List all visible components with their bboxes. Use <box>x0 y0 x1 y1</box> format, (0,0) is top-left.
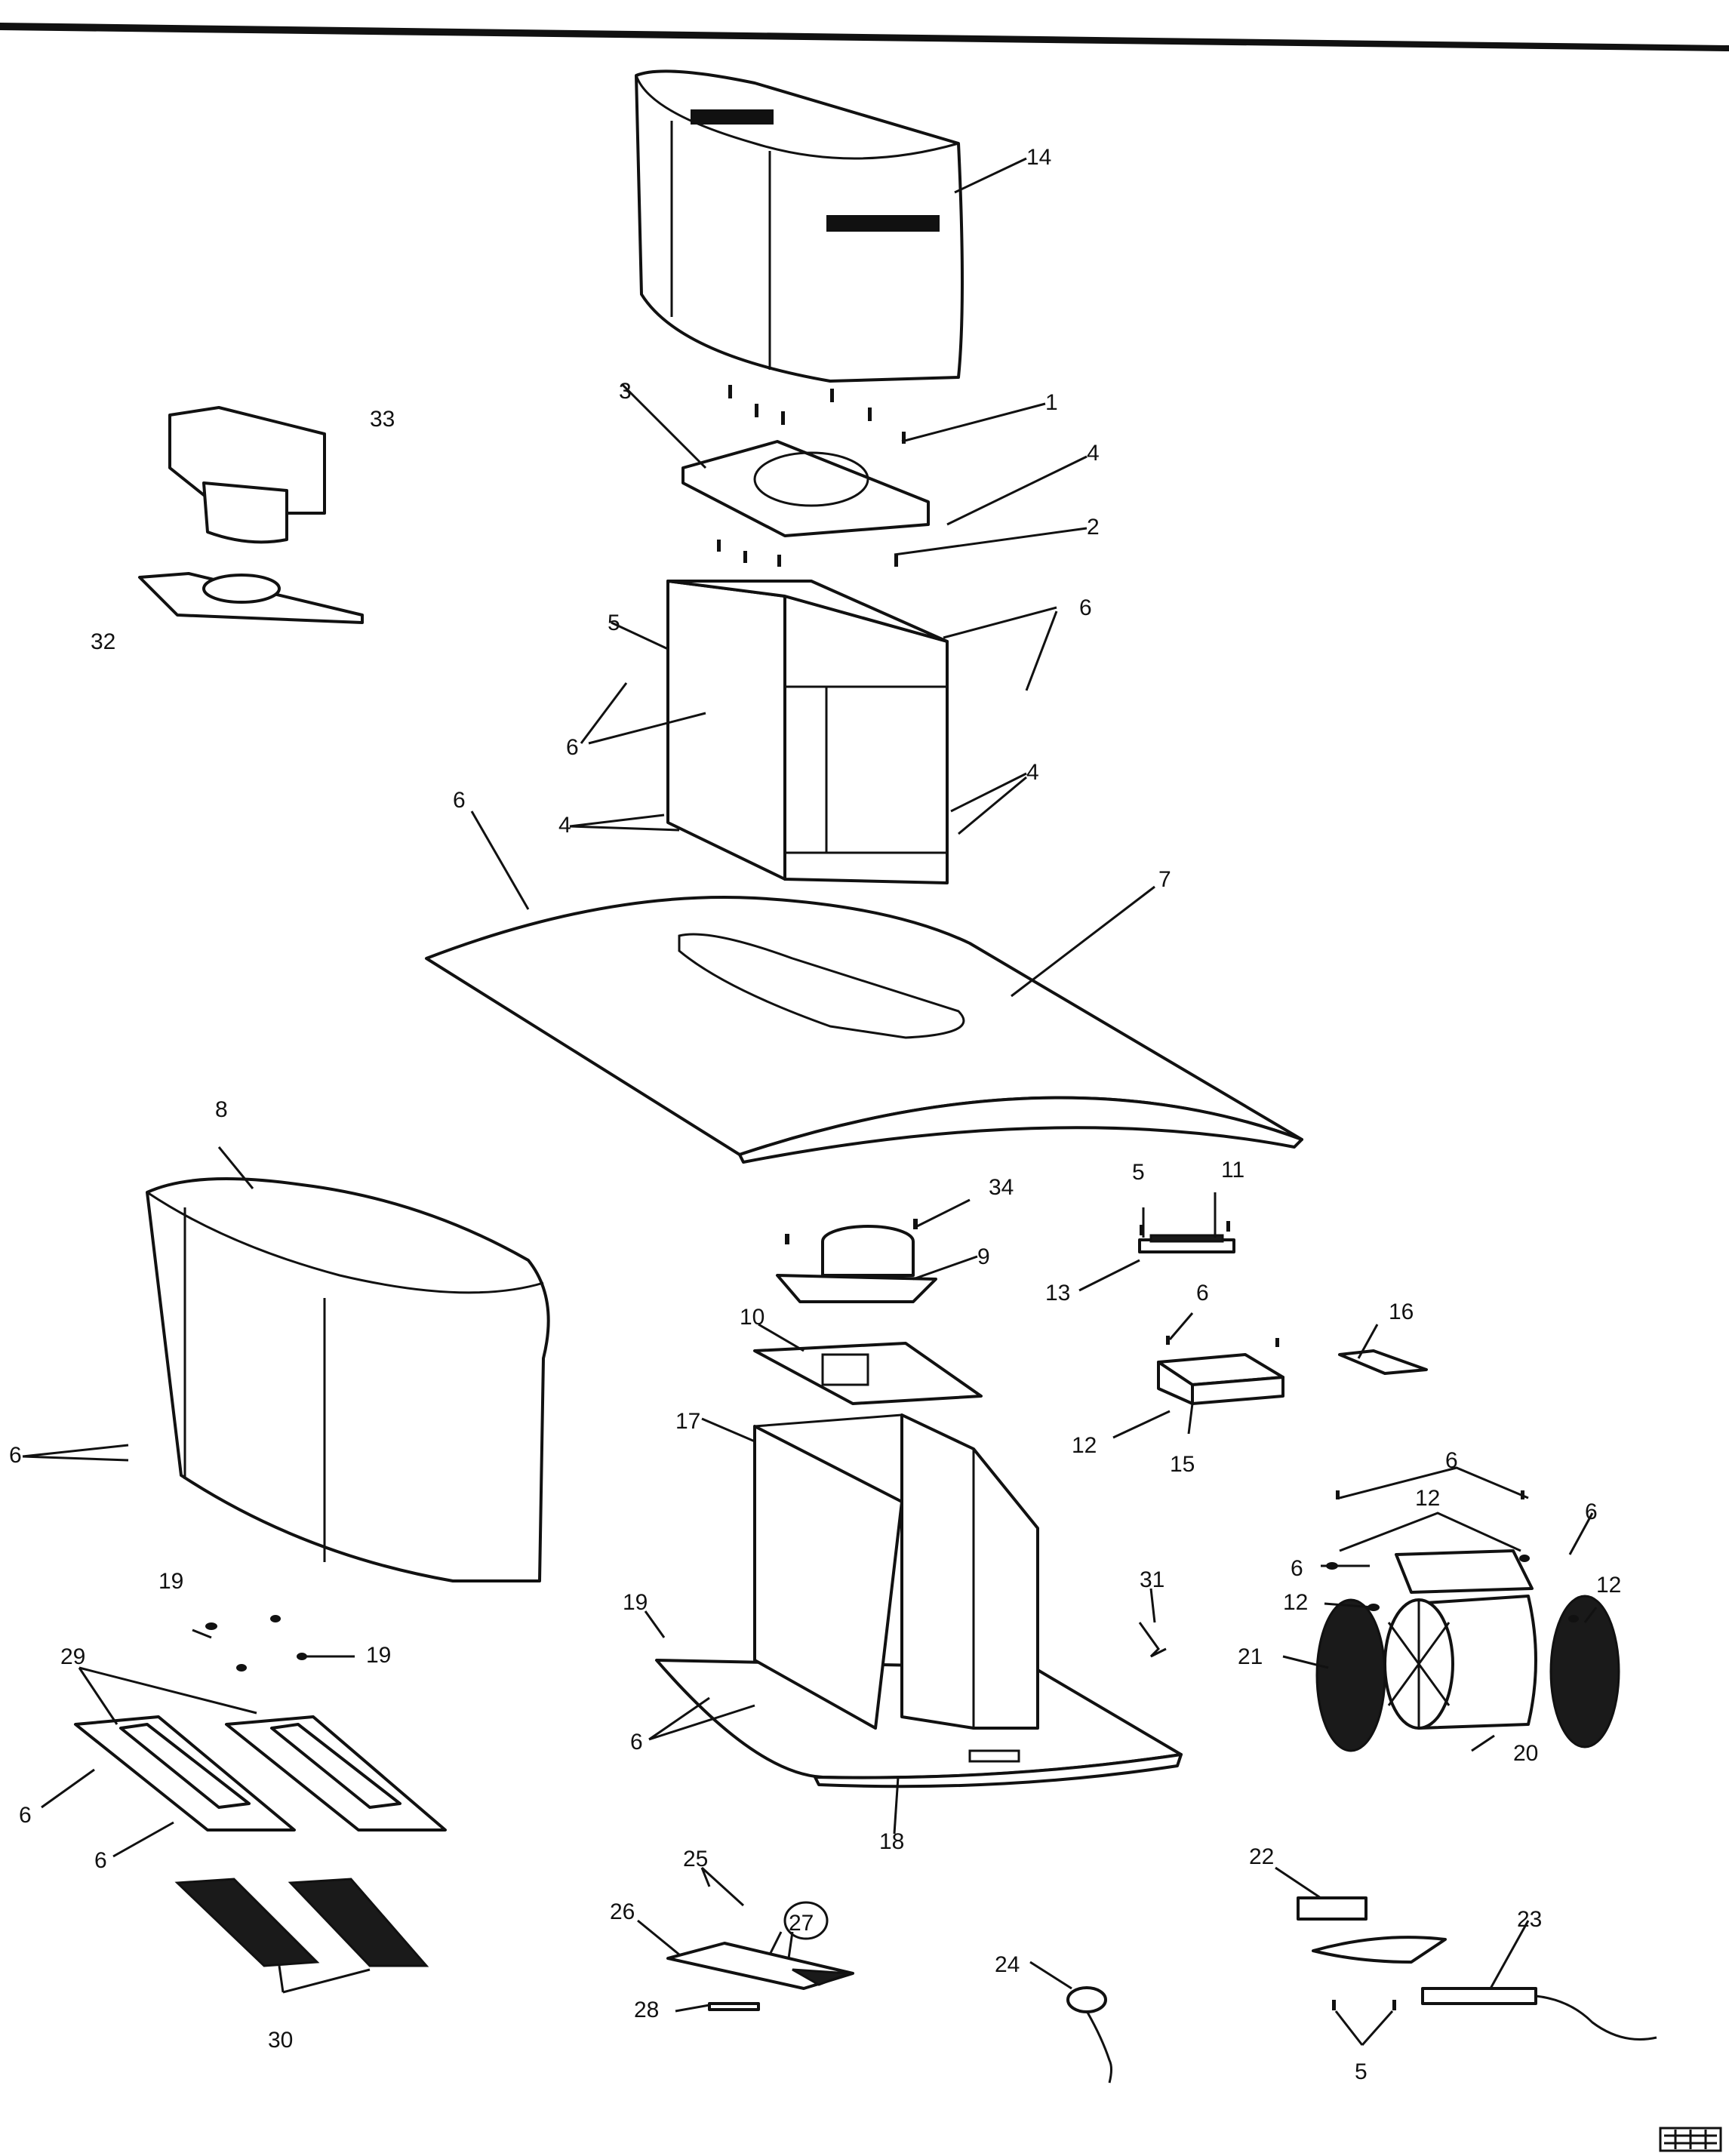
label-1: 1 <box>1045 390 1058 415</box>
canopy-top-panel <box>425 896 1303 1164</box>
inner-chimney-frame <box>666 580 949 884</box>
label-31: 31 <box>1140 1567 1164 1592</box>
label-25: 25 <box>683 1847 708 1872</box>
filter-plate <box>753 1342 983 1405</box>
label-9: 9 <box>977 1244 990 1269</box>
label-6-canopy: 6 <box>453 788 466 813</box>
label-23: 23 <box>1517 1907 1542 1932</box>
label-6-motor-left: 6 <box>1291 1556 1303 1581</box>
lamp-socket <box>1066 1986 1112 2084</box>
leader-lines <box>22 157 1598 2046</box>
duct-adapter <box>168 406 326 544</box>
label-4-left: 4 <box>558 813 571 838</box>
corner-mark <box>1659 2127 1722 2152</box>
screws <box>205 385 1579 2010</box>
label-19-hood: 19 <box>623 1590 648 1615</box>
label-34: 34 <box>989 1175 1014 1200</box>
blower-collar <box>776 1225 937 1303</box>
label-7: 7 <box>1158 867 1171 892</box>
upper-chimney-cover <box>635 69 964 383</box>
label-12-motor-left: 12 <box>1283 1590 1308 1615</box>
label-16: 16 <box>1389 1299 1414 1324</box>
label-32: 32 <box>91 629 115 654</box>
label-19-left: 19 <box>158 1569 183 1594</box>
switch-panel <box>1421 1987 1657 2041</box>
label-6-hood: 6 <box>630 1730 643 1755</box>
grease-filter-frames <box>74 1715 447 1832</box>
label-6-motor-right: 6 <box>1585 1499 1598 1524</box>
label-6-filter-bottom: 6 <box>94 1848 107 1873</box>
part-27-circle <box>783 1901 829 1940</box>
label-15: 15 <box>1170 1452 1195 1477</box>
wire-clip <box>1138 1622 1167 1658</box>
label-5-top: 5 <box>608 611 620 635</box>
label-20: 20 <box>1513 1741 1538 1766</box>
label-6-motor-top: 6 <box>1445 1448 1458 1473</box>
label-10: 10 <box>740 1305 765 1330</box>
label-3: 3 <box>619 379 632 404</box>
label-6-top-right: 6 <box>1079 595 1092 620</box>
label-30: 30 <box>268 2028 293 2053</box>
label-11: 11 <box>1221 1158 1244 1183</box>
label-17: 17 <box>675 1409 700 1434</box>
control-box <box>1157 1353 1284 1405</box>
label-2: 2 <box>1087 515 1100 540</box>
duct-flange-plate <box>138 572 364 624</box>
right-fan-disc <box>1549 1595 1620 1748</box>
lower-chimney-cover <box>146 1177 550 1582</box>
label-6-lower-cover: 6 <box>9 1443 22 1468</box>
small-bar <box>708 2002 760 2011</box>
blower-motor <box>1383 1549 1537 1730</box>
light-bracket-plate <box>666 1942 854 1990</box>
label-12-motor-right: 12 <box>1596 1573 1621 1598</box>
label-4-right: 4 <box>1026 760 1039 785</box>
left-fan-disc <box>1315 1598 1386 1752</box>
mounting-plate <box>681 440 930 537</box>
label-14: 14 <box>1026 145 1051 170</box>
light-bracket <box>1138 1234 1235 1253</box>
label-29: 29 <box>60 1644 85 1669</box>
main-hood-body <box>655 1413 1183 1788</box>
label-28: 28 <box>634 1998 659 2022</box>
label-24: 24 <box>995 1952 1020 1977</box>
label-6-left-box: 6 <box>566 735 579 760</box>
label-26: 26 <box>610 1899 635 1924</box>
label-8: 8 <box>215 1097 228 1122</box>
circuit-board <box>1338 1349 1428 1375</box>
label-13: 13 <box>1045 1281 1070 1306</box>
label-19-right: 19 <box>366 1643 391 1668</box>
label-18: 18 <box>879 1829 904 1854</box>
top-border-line <box>0 23 1729 51</box>
label-27: 27 <box>789 1911 814 1936</box>
label-12-motor-top: 12 <box>1415 1486 1440 1511</box>
label-6-control: 6 <box>1196 1281 1209 1306</box>
label-33: 33 <box>370 407 395 432</box>
label-21: 21 <box>1238 1644 1263 1669</box>
light-cover <box>1297 1896 1447 1964</box>
charcoal-filters <box>174 1878 429 1967</box>
label-22: 22 <box>1249 1844 1274 1869</box>
label-4-top: 4 <box>1087 441 1100 466</box>
label-5-bottom: 5 <box>1355 2059 1368 2084</box>
label-5-bracket: 5 <box>1132 1160 1145 1185</box>
label-6-filter-left: 6 <box>19 1803 32 1828</box>
callout-labels: 14 1 3 4 2 6 5 6 4 4 6 7 33 32 8 6 34 9 … <box>9 145 1621 2084</box>
label-12-control: 12 <box>1072 1433 1097 1458</box>
